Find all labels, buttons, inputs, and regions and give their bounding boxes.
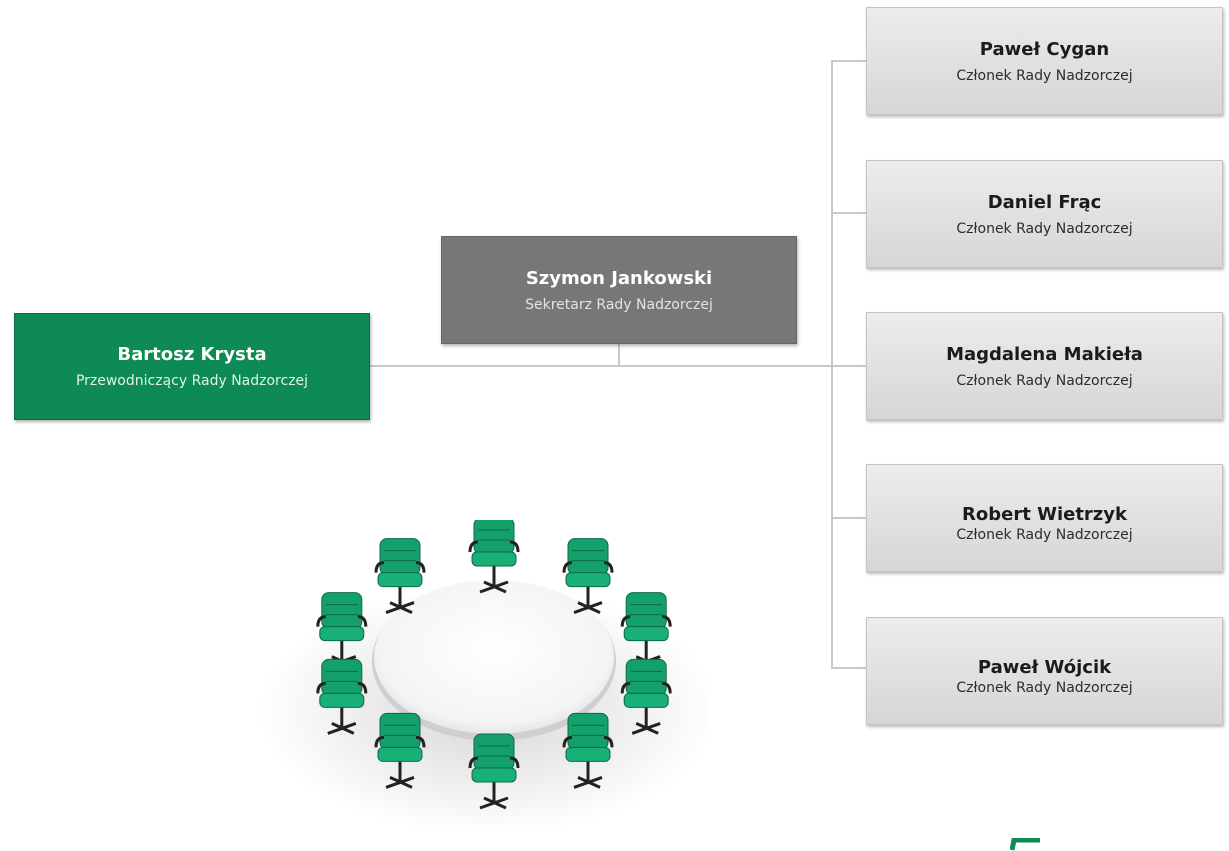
- secretary-role: Sekretarz Rady Nadzorczej: [525, 296, 713, 313]
- member-role: Członek Rady Nadzorczej: [956, 679, 1133, 696]
- chair-icon: [562, 712, 614, 789]
- member-role: Członek Rady Nadzorczej: [956, 220, 1133, 237]
- chair-icon: [374, 538, 426, 615]
- chair-icon: [374, 712, 426, 789]
- member-role: Członek Rady Nadzorczej: [956, 67, 1133, 84]
- connector-member-4: [831, 517, 866, 519]
- connector-main: [370, 365, 832, 367]
- chair-icon: [316, 592, 368, 669]
- member-name: Paweł Cygan: [979, 38, 1110, 60]
- member-box: Paweł Wójcik Członek Rady Nadzorczej: [866, 617, 1223, 725]
- member-box: Robert Wietrzyk Członek Rady Nadzorczej: [866, 464, 1223, 572]
- member-role: Członek Rady Nadzorczej: [956, 526, 1133, 543]
- chair-icon: [468, 733, 520, 810]
- member-name: Robert Wietrzyk: [962, 503, 1127, 525]
- secretary-name: Szymon Jankowski: [525, 267, 713, 289]
- chair-icon: [562, 538, 614, 615]
- logo-corner-icon: [1010, 838, 1040, 851]
- table-top: [374, 580, 614, 734]
- member-box: Paweł Cygan Członek Rady Nadzorczej: [866, 7, 1223, 115]
- member-box: Daniel Frąc Członek Rady Nadzorczej: [866, 160, 1223, 268]
- connector-member-5: [831, 667, 866, 669]
- chair-icon: [468, 520, 520, 594]
- chairman-box: Bartosz Krysta Przewodniczący Rady Nadzo…: [14, 313, 370, 420]
- member-name: Paweł Wójcik: [977, 656, 1112, 678]
- connector-trunk: [831, 60, 833, 668]
- chair-icon: [620, 658, 672, 735]
- member-name: Magdalena Makieła: [946, 343, 1143, 365]
- chair-icon: [316, 658, 368, 735]
- connector-member-2: [831, 212, 866, 214]
- member-name: Daniel Frąc: [987, 191, 1102, 213]
- connector-secretary: [618, 344, 620, 366]
- chairman-name: Bartosz Krysta: [117, 344, 267, 365]
- member-role: Członek Rady Nadzorczej: [956, 372, 1133, 389]
- connector-member-1: [831, 60, 866, 62]
- chairman-role: Przewodniczący Rady Nadzorczej: [75, 373, 309, 389]
- secretary-box: Szymon Jankowski Sekretarz Rady Nadzorcz…: [441, 236, 797, 344]
- round-table-chairs-icon: [258, 520, 710, 835]
- connector-member-3: [831, 365, 866, 367]
- chairs-layer: [316, 520, 672, 810]
- member-box: Magdalena Makieła Członek Rady Nadzorcze…: [866, 312, 1223, 420]
